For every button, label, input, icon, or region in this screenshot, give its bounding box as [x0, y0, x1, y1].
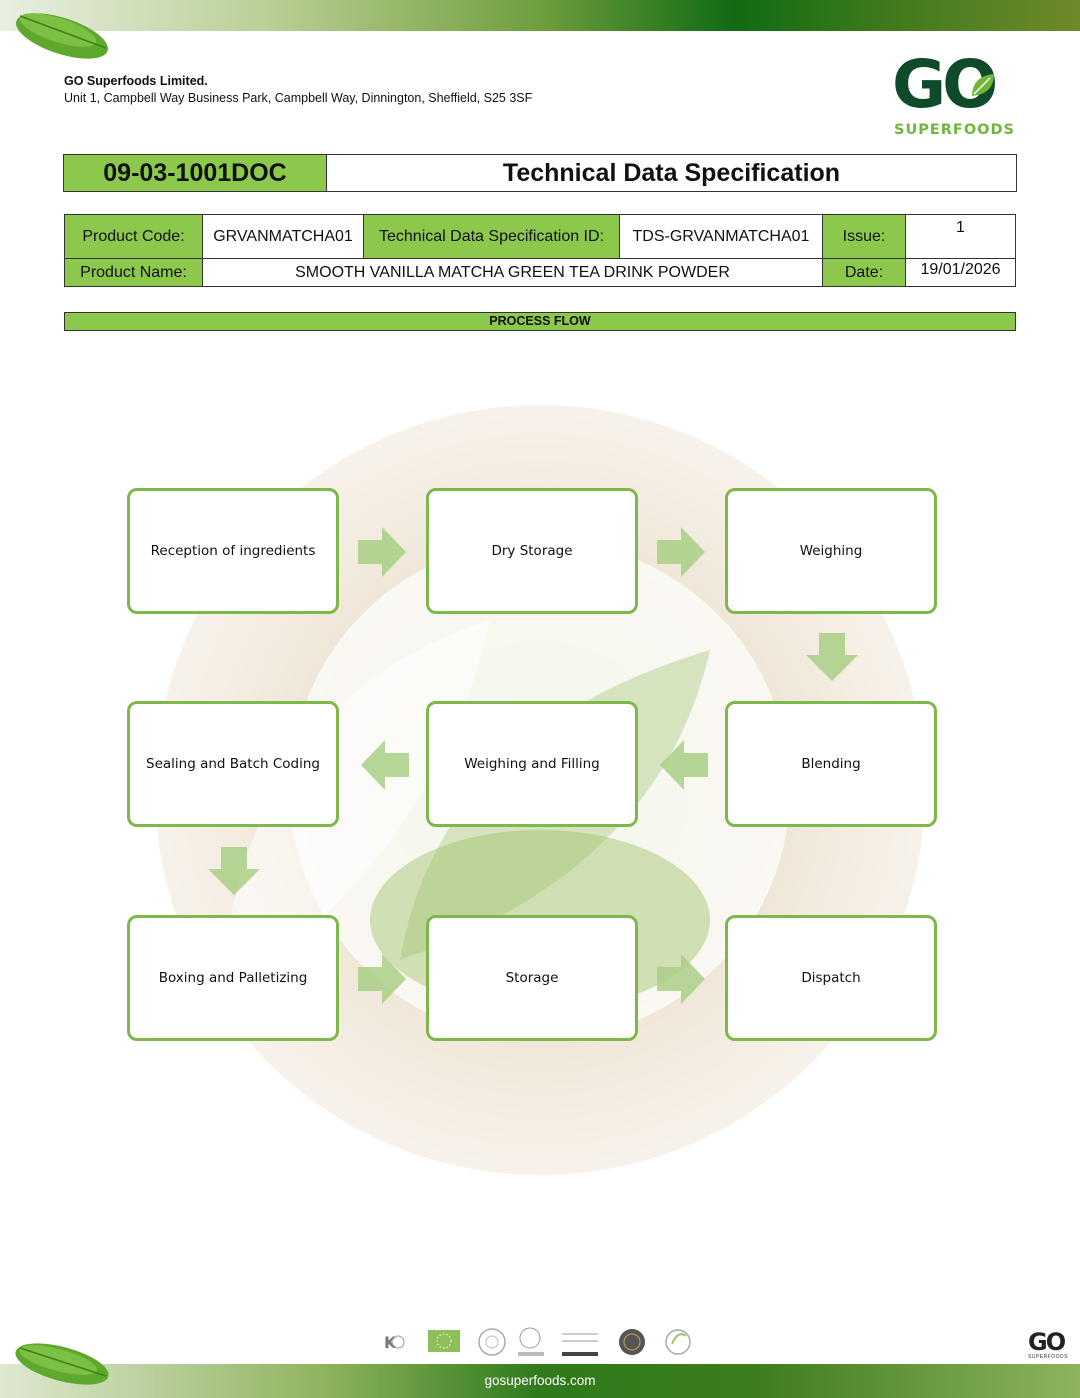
svg-text:K: K [384, 1333, 397, 1352]
leaf-icon [16, 13, 108, 59]
arrow-left-icon [361, 740, 409, 790]
tds-id-value: TDS-GRVANMATCHA01 [619, 214, 823, 259]
brand-logo: GO SUPERFOODS [890, 46, 1020, 142]
eu-organic-badge-icon [428, 1330, 460, 1352]
arrow-right-icon [657, 954, 705, 1004]
flow-step-weighing-filling: Weighing and Filling [426, 701, 638, 827]
brcs-badge-icon [560, 1330, 600, 1356]
product-code-label: Product Code: [64, 214, 203, 259]
document-title-bar: 09-03-1001DOC Technical Data Specificati… [63, 154, 1017, 192]
arrow-right-icon [358, 954, 406, 1004]
footer-logo: GO SUPERFOODS [1028, 1330, 1074, 1360]
logo-subword: SUPERFOODS [894, 122, 1015, 138]
kosher-badge-icon: K [384, 1333, 405, 1352]
date-label: Date: [822, 258, 906, 287]
document-title: Technical Data Specification [502, 158, 841, 187]
tds-id-label: Technical Data Specification ID: [363, 214, 620, 259]
footer-logo-subword: SUPERFOODS [1028, 1354, 1069, 1360]
flow-step-blending: Blending [725, 701, 937, 827]
flow-step-dry-storage: Dry Storage [426, 488, 638, 614]
flow-step-boxing: Boxing and Palletizing [127, 915, 339, 1041]
flow-step-sealing: Sealing and Batch Coding [127, 701, 339, 827]
arrow-right-icon [358, 527, 406, 577]
section-title: PROCESS FLOW [64, 312, 1016, 331]
footer-logo-word: GO [1028, 1328, 1066, 1356]
flow-step-dispatch: Dispatch [725, 915, 937, 1041]
great-taste-badge-icon [619, 1329, 645, 1355]
certification-badges: K [384, 1327, 691, 1356]
arrow-down-icon [208, 847, 260, 895]
arrow-left-icon [660, 740, 708, 790]
issue-value: 1 [905, 214, 1016, 259]
company-name: GO Superfoods Limited. [64, 74, 208, 88]
issue-label: Issue: [822, 214, 906, 259]
logo-leaf-icon [972, 74, 994, 96]
date-value: 19/01/2026 [905, 258, 1016, 287]
flow-step-weighing: Weighing [725, 488, 937, 614]
product-name-label: Product Name: [64, 258, 203, 287]
footer-url[interactable]: gosuperfoods.com [484, 1373, 596, 1388]
product-info-table: Product Code: GRVANMATCHA01 Technical Da… [64, 214, 1016, 287]
product-name-value: SMOOTH VANILLA MATCHA GREEN TEA DRINK PO… [202, 258, 823, 287]
royal-warrant-badge-icon [518, 1327, 544, 1356]
vegan-badge-icon [665, 1329, 691, 1355]
bottom-banner [0, 1364, 1080, 1398]
arrow-right-icon [657, 527, 705, 577]
company-info: GO Superfoods Limited. Unit 1, Campbell … [64, 73, 532, 107]
soil-association-badge-icon [478, 1328, 506, 1356]
top-banner [0, 0, 1080, 31]
leaf-icon [15, 1343, 109, 1385]
company-address: Unit 1, Campbell Way Business Park, Camp… [64, 91, 533, 105]
document-code: 09-03-1001DOC [64, 155, 327, 191]
flow-step-reception: Reception of ingredients [127, 488, 339, 614]
product-code-value: GRVANMATCHA01 [202, 214, 364, 259]
flow-step-storage: Storage [426, 915, 638, 1041]
arrow-down-icon [806, 633, 858, 681]
